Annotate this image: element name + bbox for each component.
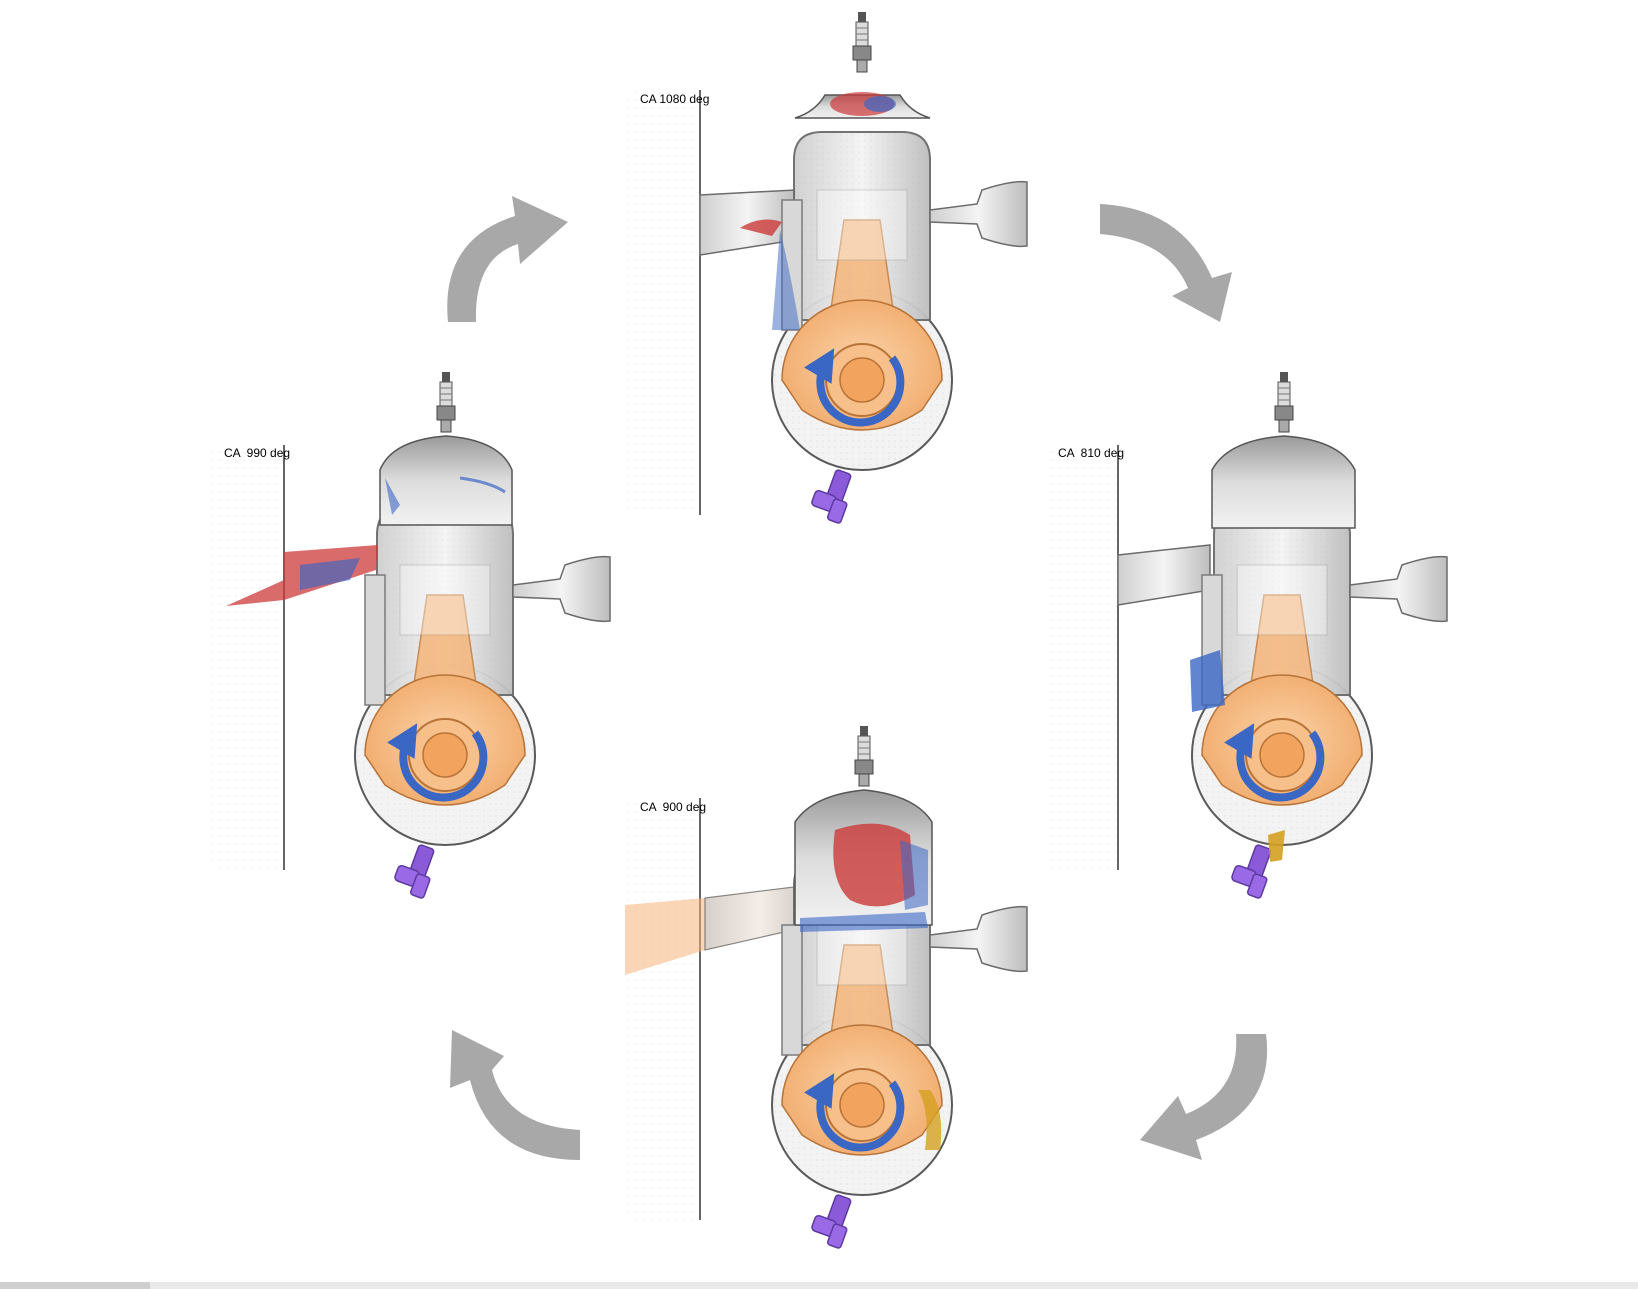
spark-plug-icon xyxy=(854,725,874,787)
engine-right xyxy=(1046,371,1447,899)
spark-plug-icon xyxy=(852,11,872,73)
crank-angle-label-bottom: CA 900 deg xyxy=(640,800,707,814)
bottom-scrollbar-thumb[interactable] xyxy=(0,1282,150,1289)
engine-top xyxy=(628,11,1027,524)
curved-arrow-icon xyxy=(1100,204,1232,322)
crank-angle-label-right: CA 810 deg xyxy=(1058,446,1125,460)
curved-arrow-icon xyxy=(447,196,568,322)
engine-left xyxy=(212,371,610,899)
spark-plug-icon xyxy=(1274,371,1294,433)
curved-arrow-icon xyxy=(1140,1034,1268,1160)
curved-arrow-icon xyxy=(450,1030,580,1160)
crank-angle-label-top: CA 1080 deg xyxy=(640,92,710,106)
bottom-scrollbar-track xyxy=(0,1282,1638,1289)
spark-plug-icon xyxy=(436,371,456,433)
engine-bottom xyxy=(625,725,1027,1249)
crank-angle-label-left: CA 990 deg xyxy=(224,446,291,460)
